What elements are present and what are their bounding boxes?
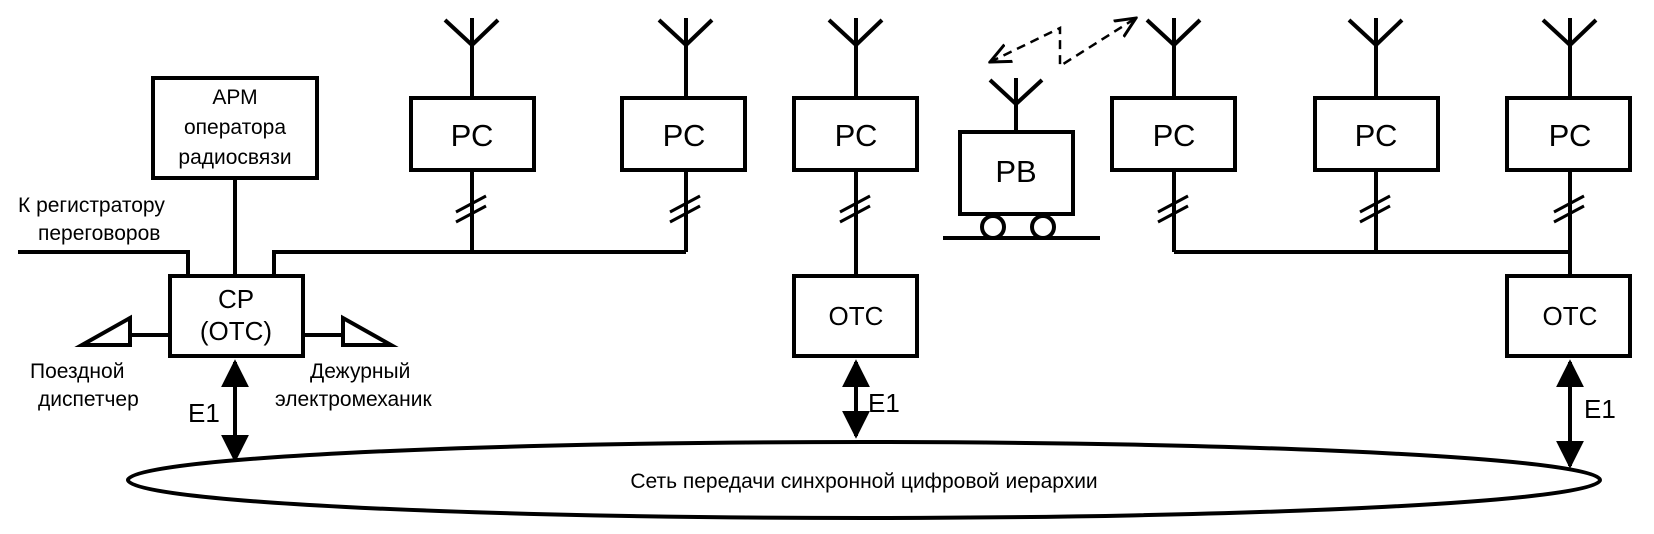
multi-wire-mark bbox=[669, 194, 701, 224]
arm-label-line2: оператора bbox=[184, 116, 286, 139]
ots-box-center bbox=[792, 274, 919, 358]
antenna-icon bbox=[988, 78, 1044, 132]
multi-wire-mark bbox=[1157, 194, 1189, 224]
radio-link-arrow bbox=[990, 18, 1136, 69]
rs-box bbox=[620, 96, 747, 172]
multi-wire-mark bbox=[1553, 194, 1585, 224]
rs-label: РС bbox=[835, 118, 878, 153]
network-label: Сеть передачи синхронной цифровой иерарх… bbox=[630, 470, 1097, 493]
arm-label-line3: радиосвязи bbox=[178, 146, 291, 169]
rs-box bbox=[1110, 96, 1237, 172]
rv-label: РВ bbox=[995, 154, 1036, 189]
antenna-icon bbox=[1145, 18, 1202, 98]
ots-box-right bbox=[1505, 274, 1632, 358]
rv-box bbox=[958, 130, 1075, 216]
sr-label-line2: (ОТС) bbox=[200, 316, 272, 346]
bus-line-left bbox=[272, 250, 686, 276]
antenna-icon bbox=[827, 18, 884, 98]
multi-wire-mark bbox=[455, 194, 487, 224]
electromechanic-label-line2: электромеханик bbox=[275, 388, 433, 411]
rs-label: РС bbox=[451, 118, 494, 153]
e1-label: Е1 bbox=[868, 388, 900, 418]
ots-label: ОТС bbox=[1543, 301, 1598, 331]
antenna-icon bbox=[1347, 18, 1404, 98]
dispatcher-label-line2: диспетчер bbox=[38, 388, 139, 411]
rs-label: РС bbox=[1153, 118, 1196, 153]
rs-station-4: РС bbox=[1110, 18, 1237, 252]
recorder-line bbox=[18, 250, 190, 276]
train-rv: РВ bbox=[943, 78, 1100, 240]
dispatcher-label-line1: Поездной bbox=[30, 360, 124, 383]
rs-label: РС bbox=[1549, 118, 1592, 153]
multi-wire-mark bbox=[839, 194, 871, 224]
ots-label: ОТС bbox=[829, 301, 884, 331]
e1-label: Е1 bbox=[188, 398, 220, 428]
rs-station-1: РС bbox=[409, 18, 536, 252]
antenna-icon bbox=[443, 18, 500, 98]
antenna-icon bbox=[1541, 18, 1598, 98]
multi-wire-mark bbox=[1359, 194, 1391, 224]
dispatcher-console-icon bbox=[74, 314, 132, 347]
arm-label-line1: АРМ bbox=[212, 86, 257, 109]
rs-label: РС bbox=[663, 118, 706, 153]
electromechanic-console-icon bbox=[341, 314, 399, 347]
sr-label-line1: СР bbox=[218, 284, 254, 314]
rs-station-2: РС bbox=[620, 18, 747, 252]
rs-box bbox=[1313, 96, 1440, 172]
rs-station-5: РС bbox=[1313, 18, 1440, 252]
rs-label: РС bbox=[1355, 118, 1398, 153]
antenna-icon bbox=[657, 18, 714, 98]
arm-operator-box bbox=[151, 76, 319, 180]
rs-box bbox=[1505, 96, 1632, 172]
electromechanic-label-line1: Дежурный bbox=[310, 360, 410, 383]
sr-ots-box bbox=[168, 274, 305, 358]
rs-station-3: РС bbox=[792, 18, 919, 276]
rs-station-6: РС bbox=[1505, 18, 1632, 276]
recorder-label-line1: К регистратору bbox=[18, 194, 165, 217]
recorder-label-line2: переговоров bbox=[38, 222, 160, 245]
sdh-network-ellipse bbox=[126, 440, 1602, 520]
e1-label: Е1 bbox=[1584, 394, 1616, 424]
wheel bbox=[1030, 214, 1056, 240]
wheel bbox=[980, 214, 1006, 240]
